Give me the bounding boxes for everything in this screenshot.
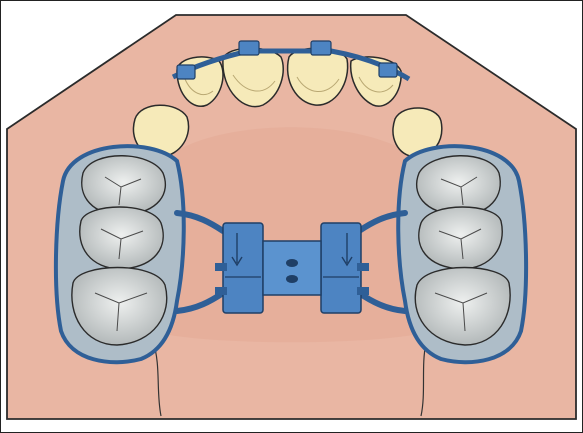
left-molar-fissures [94, 176, 148, 332]
expansion-screw [215, 222, 369, 314]
screw-center [262, 240, 322, 296]
screw-body-right [320, 222, 362, 314]
orthodontic-brackets [176, 40, 398, 80]
screw-guide-rod [215, 263, 227, 271]
bracket-icon [378, 62, 398, 78]
molar-tooth [81, 155, 167, 216]
screw-guide-rod [357, 287, 369, 295]
molar-tooth [414, 266, 511, 346]
bracket-icon [310, 40, 332, 56]
activation-arrow-icon [231, 233, 353, 267]
tooth-shading [184, 74, 394, 95]
screw-body-left [222, 222, 264, 314]
screw-key-hole [286, 275, 298, 283]
molar-tooth [79, 206, 164, 270]
screw-guide-rod [215, 287, 227, 295]
connector-arms [174, 210, 408, 314]
premolar-tooth [392, 107, 443, 158]
screw-key-hole [286, 259, 298, 267]
right-molar-crowns [414, 155, 511, 346]
molar-tooth [415, 155, 501, 216]
molar-tooth [71, 266, 168, 346]
anterior-teeth [132, 47, 443, 158]
left-molar-crowns [71, 155, 168, 346]
right-molar-fissures [434, 176, 488, 332]
bracket-icon [176, 64, 196, 80]
screw-guide-rod [357, 263, 369, 271]
bracket-icon [238, 40, 260, 56]
molar-tooth [418, 206, 503, 270]
